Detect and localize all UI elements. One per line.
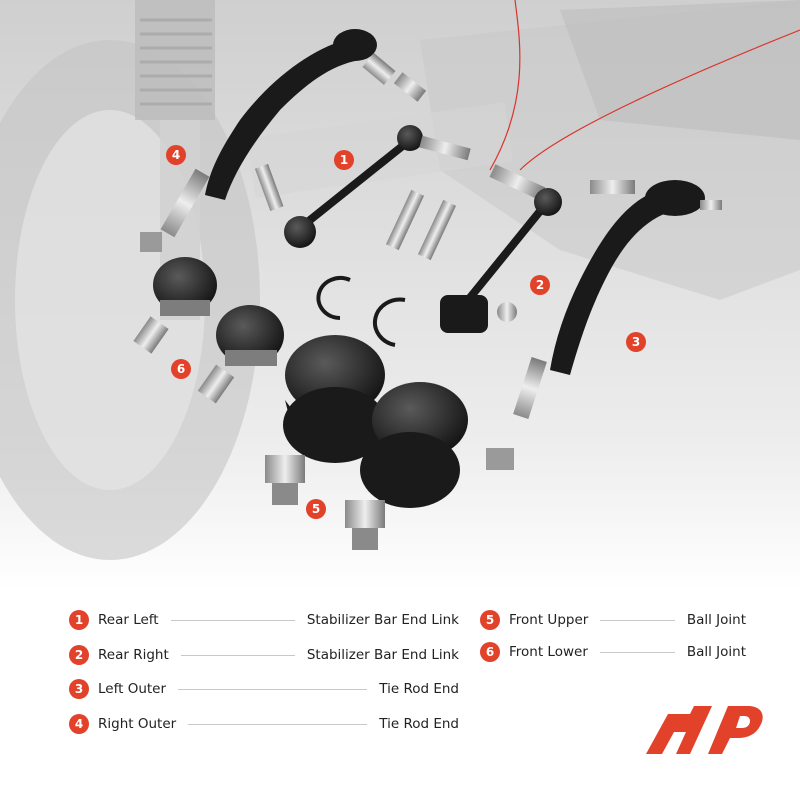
legend-part: Stabilizer Bar End Link [306, 647, 459, 663]
legend-leader-line [178, 688, 368, 690]
legend-item-4: 4 Right Outer Tie Rod End [69, 713, 459, 735]
legend-leader-line [188, 723, 368, 725]
legend-part: Tie Rod End [379, 716, 459, 732]
part-4-tie-rod-end [140, 29, 427, 252]
legend-leader-line [600, 619, 675, 621]
callout-badge-4: 4 [166, 145, 186, 165]
callout-badge-1: 1 [334, 150, 354, 170]
callout-badge-2: 2 [530, 275, 550, 295]
legend-item-3: 3 Left Outer Tie Rod End [69, 678, 459, 700]
snap-rings [316, 276, 406, 347]
legend-part: Tie Rod End [379, 681, 459, 697]
ap-brand-logo-icon [646, 706, 763, 754]
legend-number: 6 [480, 642, 500, 662]
legend-leader-line [170, 619, 295, 621]
vehicle-background [0, 0, 800, 590]
legend-number: 4 [69, 714, 89, 734]
part-3-tie-rod-end [486, 180, 722, 470]
callout-badge-5: 5 [306, 499, 326, 519]
legend-number: 5 [480, 610, 500, 630]
legend-number: 3 [69, 679, 89, 699]
legend-part: Ball Joint [686, 612, 746, 628]
legend-position: Left Outer [98, 681, 167, 697]
product-scene [0, 0, 800, 590]
callout-badge-3: 3 [626, 332, 646, 352]
legend-part: Ball Joint [686, 644, 746, 660]
legend-position: Rear Left [98, 612, 159, 628]
callout-badge-6: 6 [171, 359, 191, 379]
legend-leader-line [180, 654, 295, 656]
part-6-ball-joints [133, 257, 284, 404]
part-5-ball-joints [265, 335, 468, 550]
legend-number: 2 [69, 645, 89, 665]
legend-position: Right Outer [98, 716, 177, 732]
legend-part: Stabilizer Bar End Link [306, 612, 459, 628]
legend-leader-line [599, 651, 675, 653]
legend-item-2: 2 Rear Right Stabilizer Bar End Link [69, 644, 459, 666]
legend-item-6: 6 Front Lower Ball Joint [480, 641, 746, 663]
part-1-stabilizer-link [254, 125, 471, 248]
bolts [385, 189, 457, 261]
legend-item-5: 5 Front Upper Ball Joint [480, 609, 746, 631]
part-2-stabilizer-link [440, 164, 562, 333]
legend-position: Rear Right [98, 647, 169, 663]
legend-position: Front Upper [509, 612, 589, 628]
legend-position: Front Lower [509, 644, 588, 660]
legend-item-1: 1 Rear Left Stabilizer Bar End Link [69, 609, 459, 631]
legend-number: 1 [69, 610, 89, 630]
